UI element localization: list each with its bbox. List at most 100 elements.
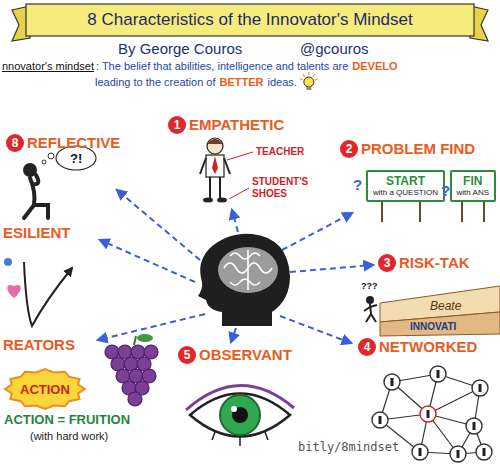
- thinker-body: [24, 175, 48, 218]
- dashed-arrow: [282, 213, 352, 250]
- callout-number: 5: [178, 346, 196, 364]
- light-bulb: [300, 72, 318, 90]
- characteristic-heading: 5OBSERVANT: [178, 346, 292, 364]
- dashed-arrow: [280, 316, 351, 343]
- sign-board: FINwith ANS: [450, 170, 496, 202]
- definition-term: nnovator's mindset: [2, 60, 94, 73]
- callout-number: 4: [358, 338, 376, 356]
- grape-bunch: [105, 345, 158, 406]
- title-text: 8 Characteristics of the Innovator's Min…: [87, 10, 412, 30]
- characteristic-heading: 8REFLECTIVE: [6, 134, 120, 152]
- heading: EMPATHETIC: [189, 116, 284, 134]
- burst-shape: ACTION: [4, 368, 86, 410]
- thinker-figure: [23, 146, 96, 218]
- eye: [186, 385, 294, 446]
- sign-text: with ANS: [457, 188, 489, 198]
- climber-head: [366, 296, 374, 304]
- dashed-arrow: [232, 210, 238, 232]
- pupil: [232, 407, 248, 423]
- teacher-hair: [207, 139, 223, 144]
- brain: [218, 247, 278, 293]
- leader-line: [229, 188, 249, 199]
- leader-line: [227, 152, 253, 160]
- grapes: [105, 334, 158, 406]
- sign-title: FIN: [457, 174, 489, 188]
- teacher-figure: [200, 138, 253, 203]
- bulb-base: [306, 87, 311, 90]
- heart: [7, 285, 21, 298]
- sign-text: with a QUESTION: [373, 188, 438, 198]
- author-name: By George Couros: [118, 40, 242, 58]
- climber-body: [364, 304, 377, 322]
- grape-stem: [134, 336, 136, 345]
- link-text: bitly/8mindset: [298, 440, 399, 454]
- dashed-arrows: [98, 190, 373, 343]
- characteristic-heading: 4NETWORKED: [358, 338, 477, 356]
- bounce-line: [24, 262, 72, 326]
- eye-outline: [190, 394, 290, 437]
- definition-text: ideas.: [267, 76, 296, 89]
- question-mark: ?: [353, 176, 362, 194]
- grape-leaf: [137, 334, 153, 342]
- sign-board: STARTwith a QUESTION: [366, 170, 445, 202]
- heading: REFLECTIVE: [27, 134, 120, 152]
- characteristic-heading: REATORS: [3, 336, 75, 354]
- path-label: INNOVATI: [410, 321, 456, 333]
- ball: [4, 258, 12, 266]
- author-handle: @gcouros: [300, 40, 369, 58]
- dashed-arrow: [231, 328, 236, 342]
- heading: NETWORKED: [379, 338, 477, 356]
- thought-dot: [42, 160, 46, 164]
- callout-number: 2: [340, 140, 358, 158]
- thought-text: ?!: [70, 151, 82, 167]
- definition-text: : The belief that abilities, intelligenc…: [96, 60, 348, 73]
- figure-label: STUDENT'S SHOES: [252, 176, 314, 200]
- burst-star: [5, 369, 85, 409]
- characteristic-heading: 2PROBLEM FIND: [340, 140, 475, 158]
- brain-folds: [224, 250, 272, 290]
- path-label: Beate: [430, 299, 461, 313]
- innovation-path-band: [380, 312, 500, 336]
- burst-text: ACTION: [20, 382, 70, 397]
- definition-highlight: BETTER: [219, 76, 263, 89]
- teacher-limbs: [200, 158, 230, 198]
- brain-fold: [230, 279, 260, 285]
- figure-label: TEACHER: [256, 146, 304, 158]
- grape: [128, 392, 142, 406]
- callout-number: 3: [378, 254, 396, 272]
- head-with-brain: [198, 234, 290, 326]
- dashed-arrow: [100, 240, 195, 282]
- heading: OBSERVANT: [199, 346, 292, 364]
- brain-fold: [247, 250, 249, 290]
- dashed-arrow: [290, 265, 373, 272]
- note-text: (with hard work): [30, 430, 108, 443]
- title-banner: [12, 4, 488, 41]
- equation-text: ACTION = FRUITION: [4, 412, 130, 428]
- characteristic-heading: 1EMPATHETIC: [168, 116, 284, 134]
- callout-number: 1: [168, 116, 186, 134]
- callout-number: 8: [6, 134, 24, 152]
- eye-lashes: [212, 432, 268, 446]
- characteristic-heading: 3RISK-TAK: [378, 254, 470, 272]
- question-mark: ?: [441, 182, 450, 200]
- shoe: [203, 198, 213, 203]
- thought-dot: [48, 153, 54, 159]
- heading: PROBLEM FIND: [361, 140, 475, 158]
- teacher-tie: [212, 156, 218, 174]
- bounce-drawing: [4, 258, 72, 326]
- shoe: [217, 198, 227, 203]
- head-silhouette: [198, 234, 290, 326]
- eye-highlight: [231, 406, 237, 412]
- bulb-rays: [300, 72, 318, 80]
- teacher-shirt: [206, 155, 224, 177]
- banner-body: [26, 4, 474, 36]
- heading: RISK-TAK: [399, 254, 470, 272]
- brain-fold: [230, 253, 260, 259]
- risk-path: [364, 286, 500, 336]
- characteristic-heading: ESILIENT: [3, 224, 71, 242]
- sign-title: START: [373, 174, 438, 188]
- question-marks: ???: [361, 281, 378, 292]
- definition-text: leading to the creation of: [95, 76, 215, 89]
